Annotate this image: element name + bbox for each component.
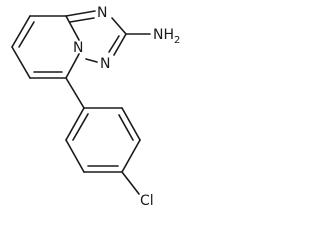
- bond-c5-n4: [65, 53, 80, 79]
- bond-c2-n3: [113, 33, 127, 56]
- amine-subscript: 2: [174, 35, 180, 46]
- bond-c2-n3-inner: [108, 35, 120, 53]
- bond-ph4-cl: [121, 171, 140, 195]
- bond-c5-phenyl: [65, 77, 85, 109]
- bond-ph6-ph1: [65, 107, 85, 141]
- pyridine-ring: [11, 15, 80, 79]
- bond-ph2-ph3: [121, 107, 141, 141]
- atom-label-n1: N: [97, 5, 107, 21]
- bond-n3-n4: [85, 58, 98, 63]
- chemical-structure: N N N NH2 Cl: [11, 5, 180, 209]
- triazole-ring: [65, 10, 151, 63]
- bond-n4-c8a: [65, 15, 80, 41]
- atom-label-cl: Cl: [140, 193, 154, 209]
- chlorophenyl-ring: [65, 107, 141, 195]
- atom-label-n4: N: [73, 40, 83, 56]
- bond-ph2-ph3-inner: [118, 114, 134, 141]
- bond-c7-c8-inner: [18, 21, 35, 48]
- bond-ph6-ph1-inner: [72, 113, 89, 141]
- bond-c8a-n1-inner: [69, 17, 95, 23]
- bond-c6-c7: [11, 46, 31, 79]
- amine-label-text: NH: [153, 27, 174, 43]
- bond-c7-c8: [11, 15, 31, 48]
- bond-ph3-ph4: [121, 139, 141, 173]
- bond-c8a-n1: [65, 10, 96, 17]
- bond-n1-c2: [111, 17, 127, 35]
- atom-label-n3: N: [100, 56, 110, 72]
- atom-label-amine: NH2: [153, 27, 180, 46]
- bond-ph5-ph6: [65, 139, 85, 173]
